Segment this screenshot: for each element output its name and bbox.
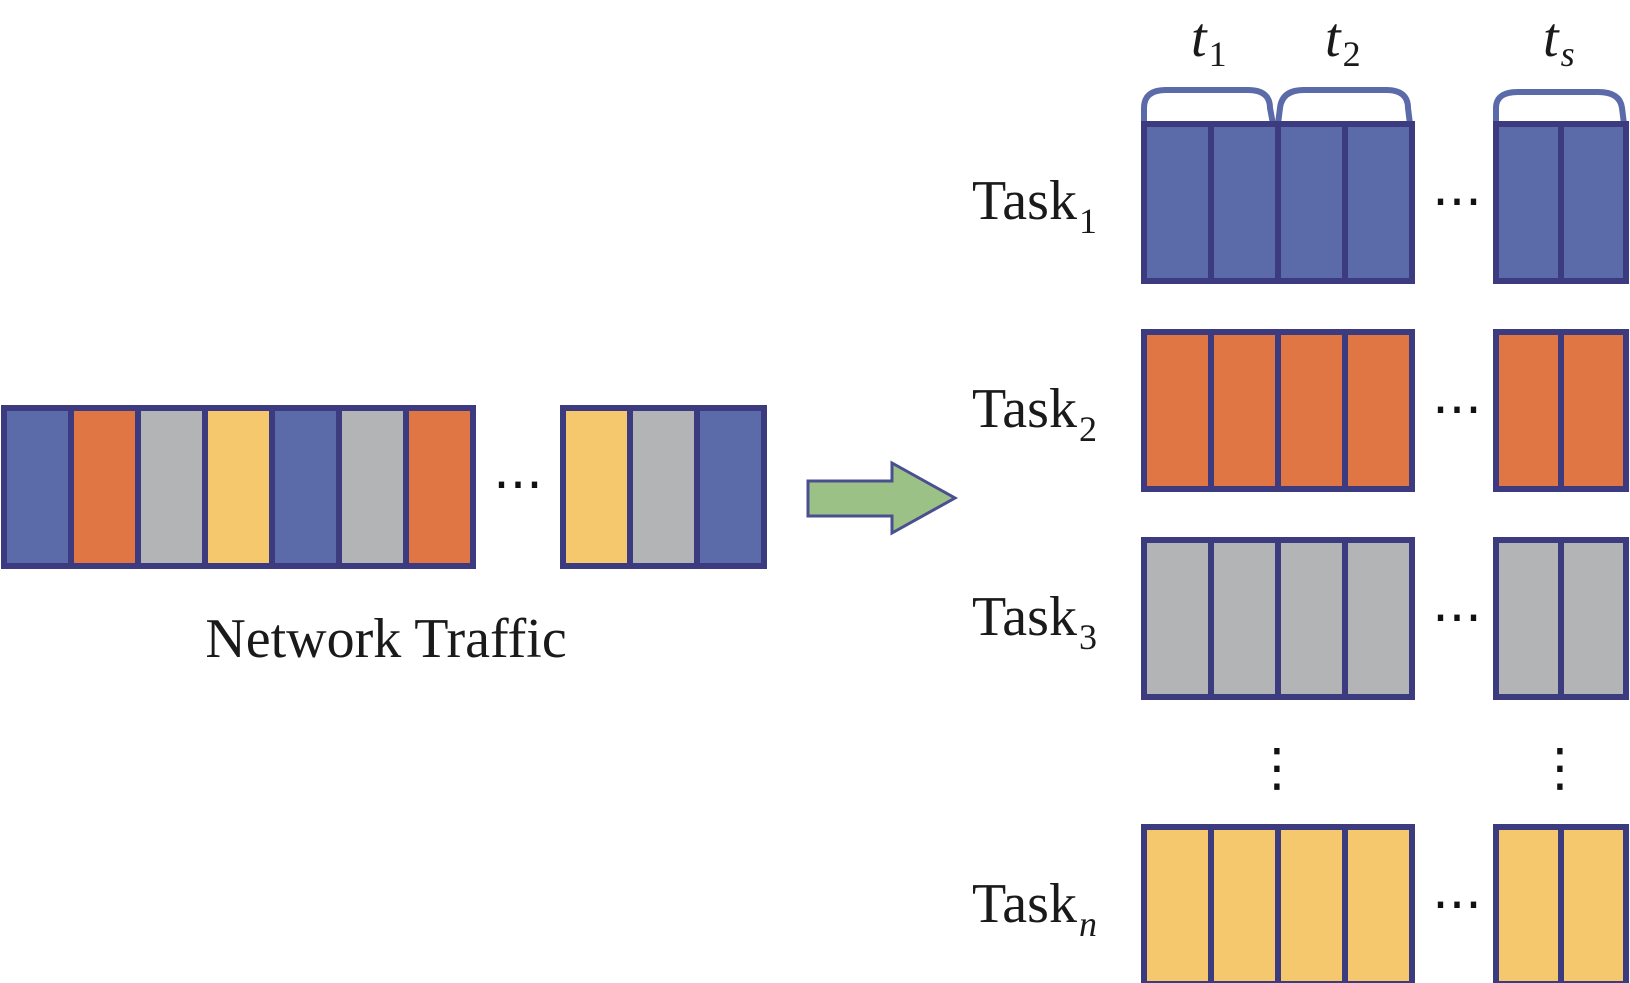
task-label-sub: 3: [1079, 617, 1097, 657]
time-label-t2: t2: [1325, 7, 1361, 74]
traffic-strip-left: [1, 405, 476, 569]
task2-left-cell-4: [1342, 329, 1415, 492]
task1-left-cell-2: [1208, 121, 1281, 284]
task-label-sub: n: [1079, 904, 1097, 944]
traffic-left-cell-6: [336, 405, 409, 569]
task3-left-cell-1: [1141, 537, 1214, 700]
time-label-ts: ts: [1543, 7, 1575, 74]
split-arrow-icon: [806, 460, 959, 536]
task1-left-cell-4: [1342, 121, 1415, 284]
task3-right-cell-1: [1493, 537, 1564, 700]
vertical-ellipsis-left: ⋮: [1251, 738, 1303, 798]
traffic-right-cell-3: [694, 405, 767, 569]
traffic-left-cell-3: [135, 405, 208, 569]
traffic-left-cell-4: [202, 405, 275, 569]
task-row-1: Task1 ···: [972, 121, 1629, 284]
task2-right-cell-1: [1493, 329, 1564, 492]
brace-t2: [1275, 87, 1413, 125]
task-label-base: Task: [972, 873, 1077, 935]
task3-left-cell-3: [1275, 537, 1348, 700]
task1-left-cell-3: [1275, 121, 1348, 284]
traffic-label: Network Traffic: [205, 608, 566, 670]
task4-right-cell-1: [1493, 824, 1564, 983]
task4-left-cell-4: [1342, 824, 1415, 983]
task3-right-cell-2: [1558, 537, 1629, 700]
task3-ellipsis: ···: [1432, 589, 1482, 649]
task4-left-cell-1: [1141, 824, 1214, 983]
brace-ts: [1493, 89, 1627, 125]
traffic-ellipsis: ···: [493, 456, 543, 516]
task2-right-cell-2: [1558, 329, 1629, 492]
vertical-ellipsis-right: ⋮: [1534, 738, 1586, 798]
task1-ellipsis: ···: [1432, 173, 1482, 233]
task-label-base: Task: [972, 378, 1077, 440]
task3-left-cell-4: [1342, 537, 1415, 700]
task4-left-cell-2: [1208, 824, 1281, 983]
task4-right-cell-2: [1558, 824, 1629, 983]
task-label-base: Task: [972, 586, 1077, 648]
traffic-left-cell-7: [403, 405, 476, 569]
brace-t1: [1141, 87, 1276, 125]
task4-ellipsis: ···: [1432, 876, 1482, 936]
task-label-sub: 2: [1079, 409, 1097, 449]
task-label-sub: 1: [1079, 201, 1097, 241]
traffic-left-cell-1: [1, 405, 74, 569]
task-label-1: Task1: [972, 170, 1097, 241]
task-rows: Task1···Task2···Task3···Taskn···: [972, 121, 1629, 983]
task-label-4: Taskn: [972, 873, 1097, 944]
task2-left-cell-3: [1275, 329, 1348, 492]
task1-right-cell-2: [1558, 121, 1629, 284]
task-row-4: Taskn ···: [972, 824, 1629, 983]
task3-left-cell-2: [1208, 537, 1281, 700]
task4-left-cell-3: [1275, 824, 1348, 983]
task1-left-cell-1: [1141, 121, 1214, 284]
traffic-right-cell-1: [560, 405, 633, 569]
traffic-left-cell-2: [68, 405, 141, 569]
task-label-2: Task2: [972, 378, 1097, 449]
traffic-strip-right: [560, 405, 767, 569]
task-row-3: Task3 ···: [972, 537, 1629, 700]
task2-ellipsis: ···: [1432, 381, 1482, 441]
task2-left-cell-1: [1141, 329, 1214, 492]
traffic-left-cell-5: [269, 405, 342, 569]
task2-left-cell-2: [1208, 329, 1281, 492]
task-row-2: Task2 ···: [972, 329, 1629, 492]
time-label-t1: t1: [1191, 7, 1227, 74]
traffic-right-cell-2: [627, 405, 700, 569]
task-label-base: Task: [972, 170, 1077, 232]
task1-right-cell-1: [1493, 121, 1564, 284]
task-label-3: Task3: [972, 586, 1097, 657]
